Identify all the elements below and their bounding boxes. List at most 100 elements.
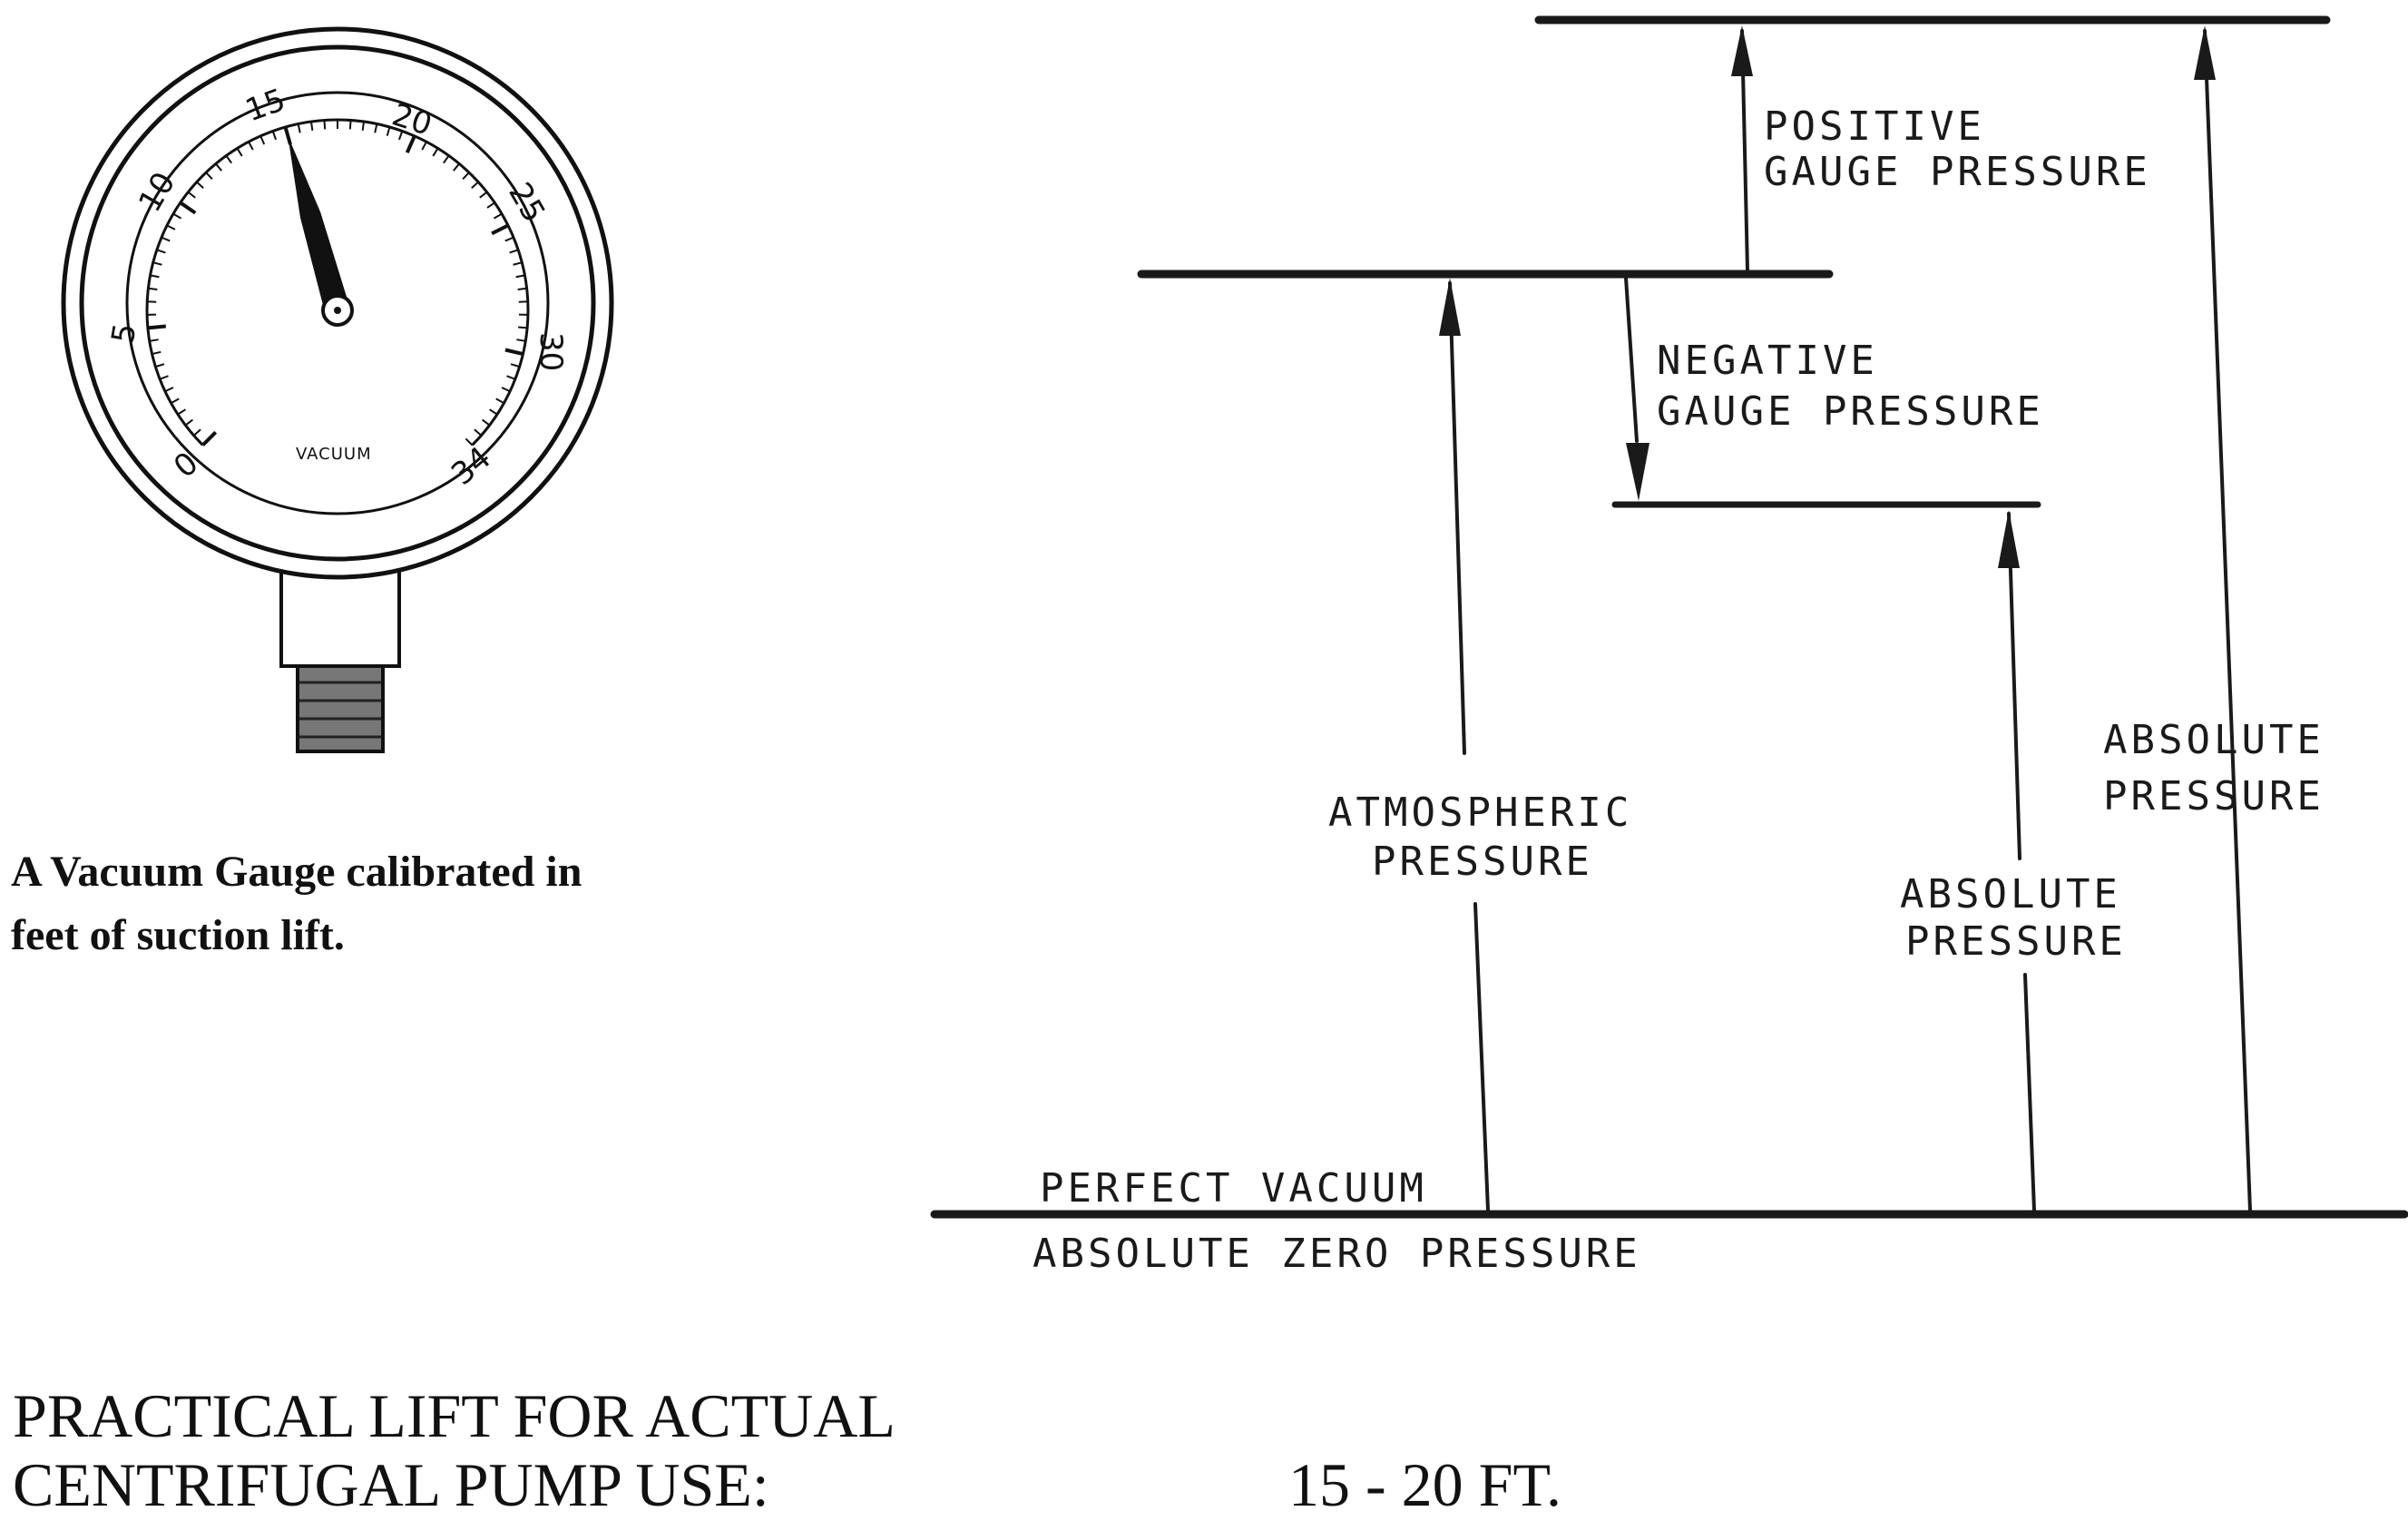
gauge-label-30: 30 xyxy=(533,332,569,371)
gauge-stem xyxy=(279,564,401,668)
gauge-tick xyxy=(164,387,174,393)
arrow-absolute-high xyxy=(2203,29,2252,1212)
pressure-diagram xyxy=(930,15,2408,1219)
gauge-tick xyxy=(462,172,470,181)
gauge-tick xyxy=(504,236,514,242)
gauge-tick xyxy=(201,430,218,446)
gauge-tick xyxy=(421,141,427,151)
gauge-tick xyxy=(172,212,182,220)
label-absolute-high-2: PRESSURE xyxy=(2103,773,2325,819)
arrow-negative-gauge xyxy=(1624,276,1639,443)
gauge-tick xyxy=(348,120,352,130)
gauge-tick xyxy=(196,181,204,189)
gauge-tick xyxy=(482,418,491,427)
label-absolute-zero: ABSOLUTE ZERO PRESSURE xyxy=(1033,1231,1641,1277)
gauge-tick xyxy=(513,261,523,266)
gauge-tick xyxy=(405,135,416,153)
gauge-thread xyxy=(296,664,385,753)
gauge-tick xyxy=(155,363,165,368)
gauge-needle xyxy=(288,135,350,318)
gauge-tick xyxy=(516,339,526,342)
gauge-tick xyxy=(259,135,266,145)
gauge-tick xyxy=(432,147,439,157)
gauge-tick xyxy=(453,162,460,172)
vacuum-gauge: 0 5 10 15 20 25 30 34 VACUUM xyxy=(61,26,614,753)
gauge-tick xyxy=(192,428,201,437)
label-absolute-high-1: ABSOLUTE xyxy=(2103,717,2325,763)
label-atmospheric-1: ATMOSPHERIC xyxy=(1328,790,1632,836)
label-negative-gauge-1: NEGATIVE xyxy=(1657,338,1878,384)
arrow-absolute-low-upper xyxy=(2007,512,2021,860)
label-absolute-low-2: PRESSURE xyxy=(1905,918,2127,965)
gauge-tick xyxy=(374,123,378,133)
arrowhead-positive-gauge xyxy=(1731,25,1753,76)
gauge-tick xyxy=(309,121,314,132)
gauge-tick xyxy=(323,120,327,130)
gauge-tick xyxy=(187,191,196,199)
gauge-tick xyxy=(297,123,301,133)
gauge-tick xyxy=(205,172,213,181)
gauge-tick xyxy=(386,126,391,136)
label-positive-gauge-2: GAUGE PRESSURE xyxy=(1764,149,2151,195)
gauge-tick xyxy=(271,131,278,141)
gauge-tick xyxy=(509,249,519,254)
footer-line1: PRACTICAL LIFT FOR ACTUAL xyxy=(13,1381,896,1450)
gauge-tick xyxy=(236,147,243,157)
arrowhead-absolute-low xyxy=(1998,510,2020,568)
gauge-tick xyxy=(361,121,366,132)
gauge-tick xyxy=(147,324,166,330)
gauge-caption-line2: feet of suction lift. xyxy=(11,911,345,959)
gauge-pivot-dot xyxy=(334,307,341,314)
gauge-tick xyxy=(179,201,197,215)
gauge-tick xyxy=(156,249,166,254)
gauge-tick xyxy=(479,191,488,199)
gauge-tick xyxy=(215,162,222,172)
arrowhead-negative-gauge xyxy=(1626,443,1649,501)
gauge-tick xyxy=(152,350,162,356)
gauge-tick xyxy=(501,387,511,393)
gauge-tick xyxy=(225,154,233,164)
label-atmospheric-2: PRESSURE xyxy=(1372,839,1593,885)
footer-heading: PRACTICAL LIFT FOR ACTUAL CENTRIFUGAL PU… xyxy=(13,1381,896,1519)
gauge-tick xyxy=(493,212,503,220)
arrow-atmospheric-lower xyxy=(1473,902,1490,1212)
gauge-tick xyxy=(161,236,171,242)
gauge-tick xyxy=(149,339,159,342)
gauge-tick xyxy=(442,154,450,164)
arrow-absolute-low-lower xyxy=(2023,973,2036,1212)
footer-value: 15 - 20 FT. xyxy=(1288,1450,1561,1519)
gauge-tick xyxy=(248,141,254,151)
label-negative-gauge-2: GAUGE PRESSURE xyxy=(1657,388,2044,435)
gauge-tick xyxy=(184,418,193,427)
gauge-tick xyxy=(491,223,509,236)
gauge-tick xyxy=(515,274,525,279)
gauge-tick xyxy=(504,348,524,357)
gauge-tick xyxy=(471,181,479,189)
gauge-tick xyxy=(152,261,162,266)
gauge-tick xyxy=(465,437,474,446)
gauge-caption: A Vacuum Gauge calibrated in feet of suc… xyxy=(11,840,582,967)
gauge-dial-text: VACUUM xyxy=(296,445,372,464)
arrow-atmospheric-upper xyxy=(1448,281,1466,755)
gauge-tick xyxy=(510,363,520,368)
gauge-scale-arc xyxy=(145,118,530,446)
gauge-tick xyxy=(474,428,483,437)
gauge-tick xyxy=(518,326,528,329)
gauge-tick xyxy=(495,397,504,405)
pressure-labels: POSITIVE GAUGE PRESSURE NEGATIVE GAUGE P… xyxy=(1033,103,2325,1277)
label-perfect-vacuum: PERFECT VACUUM xyxy=(1040,1165,1427,1212)
footer-line2: CENTRIFUGAL PUMP USE: xyxy=(13,1450,769,1519)
gauge-tick xyxy=(166,224,176,231)
label-positive-gauge-1: POSITIVE xyxy=(1764,103,1985,150)
arrowhead-absolute-high xyxy=(2194,25,2216,80)
gauge-tick xyxy=(397,131,404,141)
gauge-tick xyxy=(150,274,160,279)
arrowhead-atmospheric xyxy=(1439,278,1461,336)
gauge-tick xyxy=(159,375,169,380)
gauge-caption-line1: A Vacuum Gauge calibrated in xyxy=(11,848,582,896)
gauge-tick xyxy=(171,397,180,405)
gauge-tick xyxy=(506,375,516,380)
gauge-tick xyxy=(486,201,495,209)
label-absolute-low-1: ABSOLUTE xyxy=(1900,871,2121,918)
